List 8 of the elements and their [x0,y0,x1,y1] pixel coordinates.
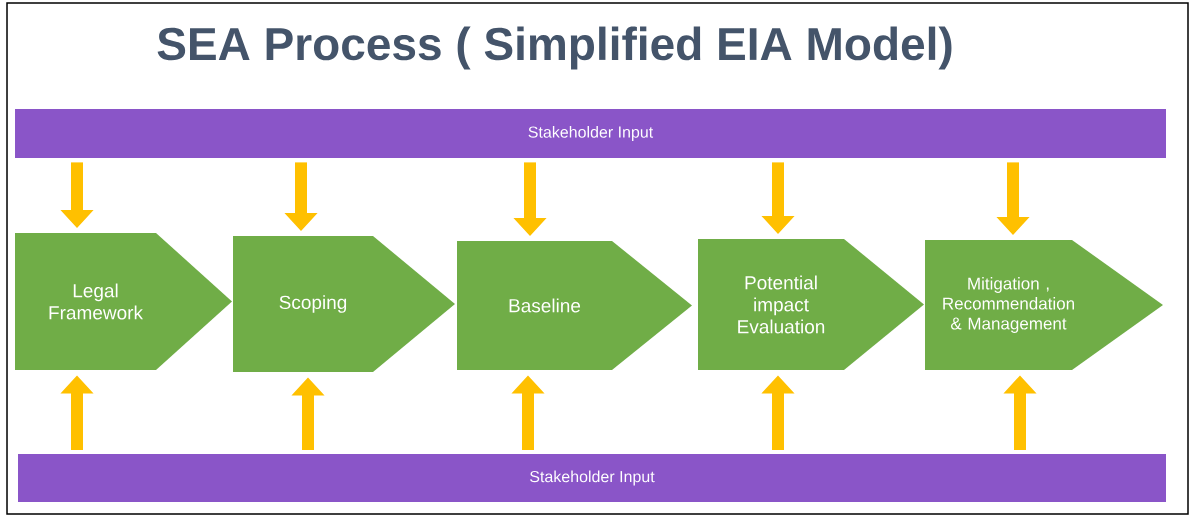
process-box: Potential impact Evaluation [698,239,924,370]
process-box: Baseline [457,241,692,370]
input-band: Stakeholder Input [18,454,1166,502]
title: SEA Process ( Simplified EIA Model) [157,26,952,70]
process-box: Legal Framework [15,233,232,370]
process-box: Scoping [233,236,455,372]
process-box: Mitigation , Recommendation & Management [925,240,1163,370]
input-band: Stakeholder Input [15,109,1166,158]
